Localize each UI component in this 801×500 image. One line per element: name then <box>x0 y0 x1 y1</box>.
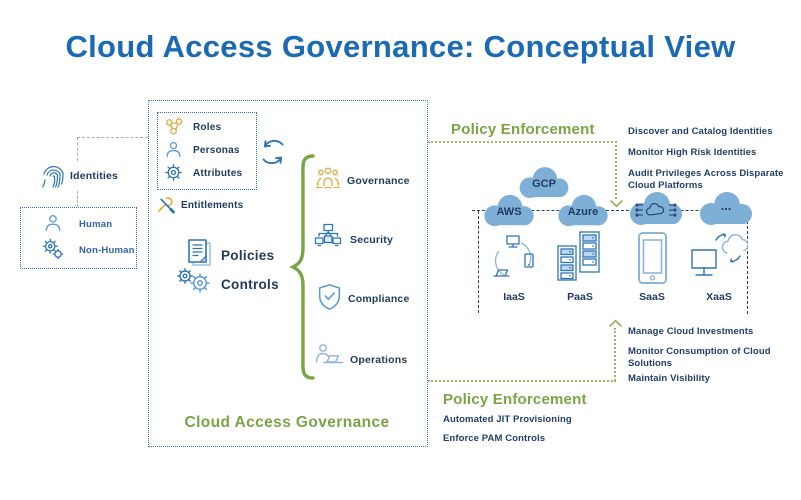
iaas-label: IaaS <box>503 291 525 303</box>
curly-brace <box>288 152 316 382</box>
controls-label: Controls <box>221 277 279 292</box>
saas-icon <box>637 231 668 286</box>
saas-label: SaaS <box>639 291 665 303</box>
human-label: Human <box>79 219 113 230</box>
connector-identities-down <box>77 191 78 207</box>
outcomes-vline <box>614 328 616 381</box>
enforcement-bottom-hline <box>428 380 616 382</box>
outcome-maintain-visibility: Maintain Visibility <box>628 373 710 384</box>
compliance-icon <box>317 283 342 311</box>
connector-identities-up <box>77 137 78 161</box>
paas-icon <box>556 230 604 286</box>
entitlements-label: Entitlements <box>181 200 244 211</box>
human-icon <box>43 213 63 233</box>
personas-icon <box>164 140 183 159</box>
cloud-bus-line <box>472 210 748 211</box>
chevron-down-icon <box>610 200 623 208</box>
roles-label: Roles <box>193 122 222 133</box>
outcome-monitor-consumption: Monitor Consumption of Cloud Solutions <box>628 346 771 369</box>
outcome-monitor-risk: Monitor High Risk Identities <box>628 147 757 158</box>
pillar-security-label: Security <box>350 234 394 246</box>
policies-icon <box>186 238 214 269</box>
attributes-icon <box>163 162 184 183</box>
pillar-governance-label: Governance <box>347 175 410 187</box>
non-human-icon <box>41 237 65 261</box>
identity-attributes-box: Roles Personas Attributes <box>157 112 257 190</box>
xaas-icon <box>690 232 748 286</box>
cloud-aws: AWS <box>477 193 541 229</box>
cloud-bus-left-drop <box>478 211 479 313</box>
identities-label: Identities <box>70 170 119 182</box>
pillar-compliance-label: Compliance <box>348 293 410 305</box>
fingerprint-icon <box>40 161 67 192</box>
policies-label: Policies <box>221 248 275 263</box>
controls-icon <box>176 267 212 295</box>
governance-icon <box>315 166 341 190</box>
cloud-azure: Azure <box>551 193 615 229</box>
outcome-manage-investments: Manage Cloud Investments <box>628 326 754 337</box>
operations-icon <box>313 342 346 367</box>
roles-icon <box>164 117 184 137</box>
action-pam-controls: Enforce PAM Controls <box>443 433 546 444</box>
cloud-access-governance-box <box>148 100 428 447</box>
refresh-cycle-icon <box>256 135 290 169</box>
xaas-label: XaaS <box>706 291 732 303</box>
connector-identities-to-box <box>77 137 148 138</box>
policy-enforcement-top-heading: Policy Enforcement <box>451 121 595 138</box>
outcome-discover: Discover and Catalog Identities <box>628 126 773 137</box>
cloud-other-label: ... <box>720 198 732 213</box>
non-human-label: Non-Human <box>79 245 135 256</box>
cloud-gcp: GCP <box>514 165 574 201</box>
personas-label: Personas <box>193 145 240 156</box>
enforcement-top-vline <box>615 141 617 199</box>
entitlements-icon <box>155 195 176 216</box>
chevron-up-icon <box>609 319 622 327</box>
network-cloud-icon <box>635 203 677 217</box>
cloud-hybrid <box>624 190 688 228</box>
cloud-gcp-label: GCP <box>532 178 556 190</box>
identity-types-box: Human Non-Human <box>20 207 137 269</box>
iaas-icon <box>492 234 536 286</box>
attributes-label: Attributes <box>193 168 243 179</box>
action-jit-provisioning: Automated JIT Provisioning <box>443 414 572 425</box>
paas-label: PaaS <box>567 291 593 303</box>
cloud-azure-label: Azure <box>567 206 599 218</box>
outcome-audit: Audit Privileges Across Disparate Cloud … <box>628 168 784 191</box>
cloud-access-governance-caption: Cloud Access Governance <box>184 414 390 431</box>
cloud-aws-label: AWS <box>496 206 522 218</box>
pillar-operations-label: Operations <box>350 354 408 366</box>
page-title: Cloud Access Governance: Conceptual View <box>65 29 736 64</box>
cloud-bus-right-drop <box>747 211 748 314</box>
cloud-other: ... <box>694 190 758 228</box>
security-icon <box>314 223 342 250</box>
enforcement-top-hline <box>428 141 617 143</box>
policy-enforcement-bottom-heading: Policy Enforcement <box>443 391 587 408</box>
